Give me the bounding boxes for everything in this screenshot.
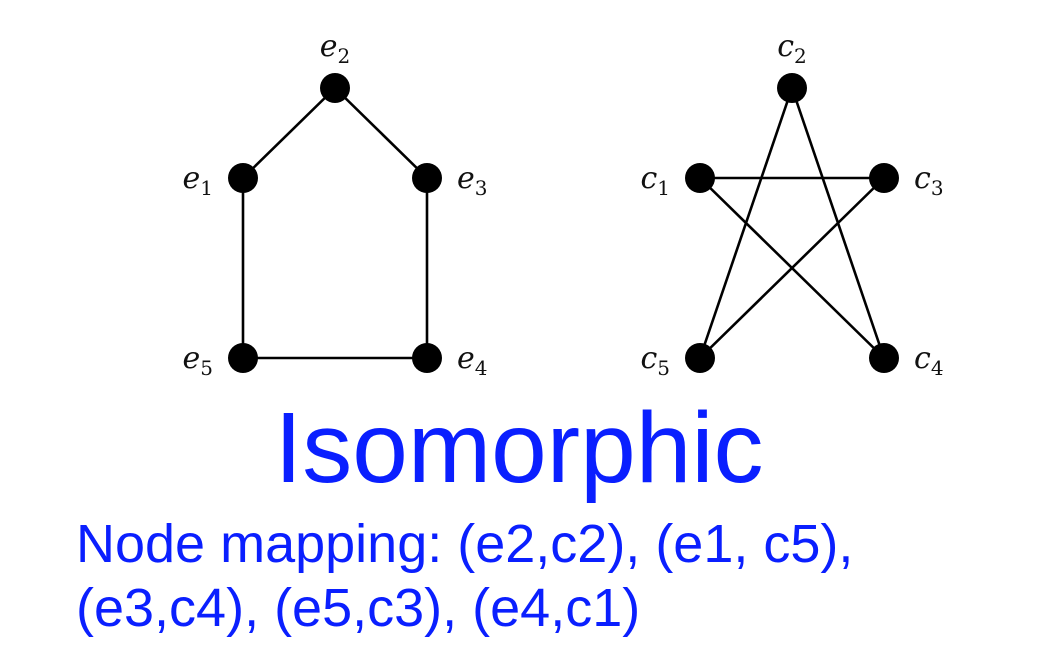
node-label-e2: e2 bbox=[320, 29, 351, 68]
edge-e2-e3 bbox=[334, 87, 428, 179]
node-label-c3: c3 bbox=[914, 161, 944, 200]
edge-c3-c5 bbox=[699, 177, 885, 359]
node-e3 bbox=[412, 163, 442, 193]
graph-diagram: e2 e1 e3 e5 e4 c2 c1 c3 c5 c4 bbox=[183, 29, 944, 380]
node-e1 bbox=[228, 163, 258, 193]
result-title: Isomorphic bbox=[274, 392, 764, 504]
node-label-c2: c2 bbox=[777, 29, 807, 68]
node-c2 bbox=[777, 73, 807, 103]
graph-c: c2 c1 c3 c5 c4 bbox=[640, 29, 943, 380]
node-label-c4: c4 bbox=[914, 341, 944, 380]
node-label-c5: c5 bbox=[640, 341, 670, 380]
node-mapping: Node mapping: (e2,c2), (e1, c5), (e3,c4)… bbox=[76, 512, 1026, 640]
node-label-e1: e1 bbox=[183, 161, 214, 200]
node-e4 bbox=[412, 343, 442, 373]
node-label-c1: c1 bbox=[640, 161, 670, 200]
node-e2 bbox=[320, 73, 350, 103]
node-mapping-line-1: Node mapping: (e2,c2), (e1, c5), bbox=[76, 514, 854, 574]
node-c4 bbox=[869, 343, 899, 373]
node-label-e3: e3 bbox=[457, 161, 488, 200]
graph-e: e2 e1 e3 e5 e4 bbox=[183, 29, 488, 380]
node-mapping-line-2: (e3,c4), (e5,c3), (e4,c1) bbox=[76, 578, 641, 638]
node-c5 bbox=[685, 343, 715, 373]
node-label-e5: e5 bbox=[183, 341, 214, 380]
node-label-e4: e4 bbox=[457, 341, 488, 380]
node-c1 bbox=[685, 163, 715, 193]
node-c3 bbox=[869, 163, 899, 193]
node-e5 bbox=[228, 343, 258, 373]
edge-e2-e1 bbox=[242, 87, 336, 179]
